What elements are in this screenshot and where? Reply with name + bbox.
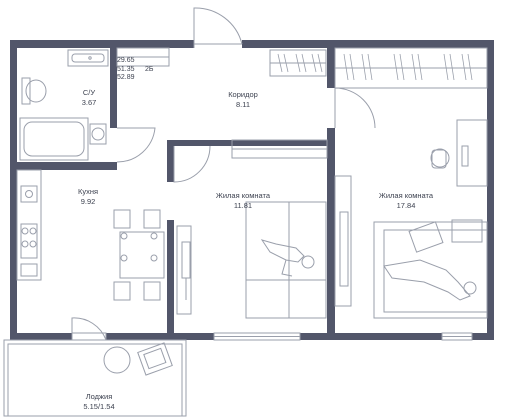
room-name: Жилая комната	[378, 191, 434, 200]
walls	[10, 40, 494, 340]
area-summary: 29.65 51.35 52.89 2Б	[117, 57, 240, 83]
room-label-living2: Жилая комната 17.84	[379, 191, 433, 211]
room-label-corridor: Коридор 8.11	[228, 90, 258, 110]
total-area: 51.35	[117, 65, 135, 73]
room-area: 8.11	[235, 100, 251, 109]
room-name: Коридор	[228, 90, 258, 99]
living2-furniture	[334, 47, 488, 319]
loggia	[3, 317, 187, 417]
windows	[71, 332, 473, 341]
room-area: 5.15/1.54	[83, 402, 115, 411]
room-name: Лоджия	[85, 392, 113, 401]
room-area: 3.67	[81, 98, 97, 107]
bathroom-fixtures	[19, 49, 156, 163]
corridor-wardrobes	[116, 47, 376, 183]
room-label-kitchen: Кухня 9.92	[78, 187, 98, 207]
living-area: 29.65	[117, 57, 135, 64]
room-area: 17.84	[396, 201, 416, 210]
room-label-bathroom: С/У 3.67	[82, 88, 97, 108]
room-label-living1: Жилая комната 11.81	[216, 191, 270, 211]
room-area: 9.92	[80, 197, 96, 206]
room-name: С/У	[82, 88, 96, 97]
room-label-loggia: Лоджия 5.15/1.54	[83, 392, 114, 412]
room-name: Жилая комната	[215, 191, 271, 200]
room-area: 11.81	[233, 201, 253, 210]
kitchen-fixtures	[16, 169, 165, 301]
living1-furniture	[176, 139, 328, 319]
room-name: Кухня	[77, 187, 99, 196]
room-count: 2Б	[145, 65, 154, 73]
total-area-with-balcony: 52.89	[117, 74, 135, 82]
entry-door	[193, 7, 243, 48]
